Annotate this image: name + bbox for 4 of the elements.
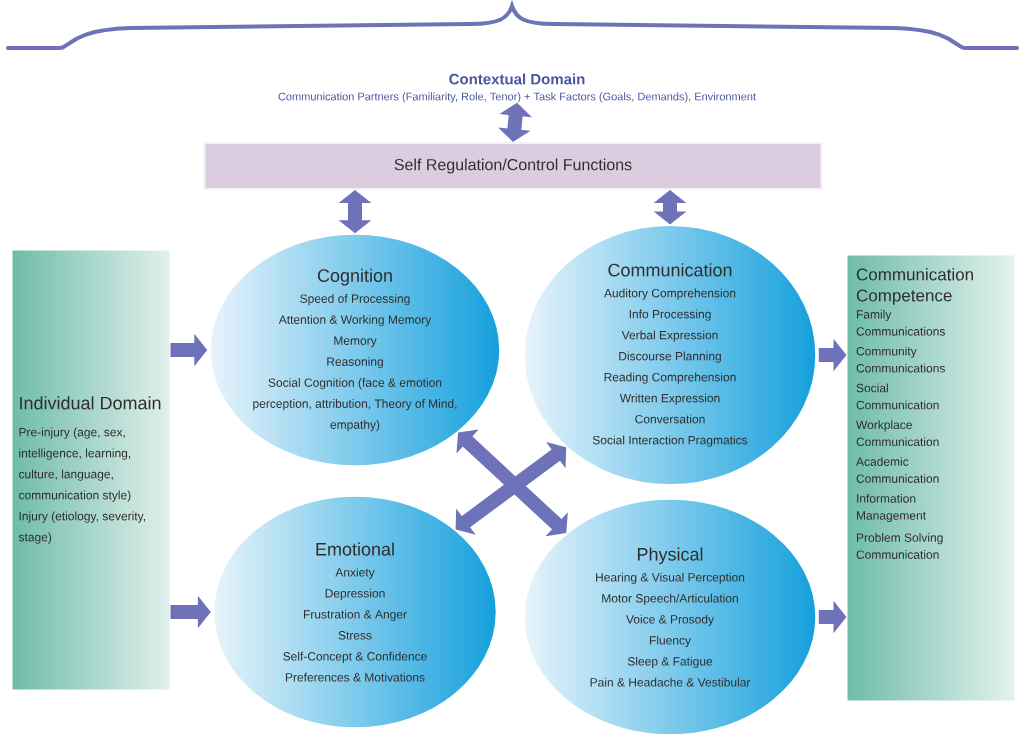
- heading-text: Contextual Domain Communication Partners (Familiarity, Role, Tenor) + Task Factors (Goals, Demands), Environment: [278, 73, 756, 103]
- function-bar: Self Regulation/Control Functions: [203, 142, 823, 190]
- domain-panel: Individual Domain Pre-injury (age, sex, intelligence, learning, culture, language, communication style) Injury (etiology, severity, stage): [11, 249, 171, 691]
- domain-panel: Communication Competence Family Communications Community Communications Social Communication Workplace Communication Academic Communication Information Management Problem Solving Communication: [846, 254, 1016, 702]
